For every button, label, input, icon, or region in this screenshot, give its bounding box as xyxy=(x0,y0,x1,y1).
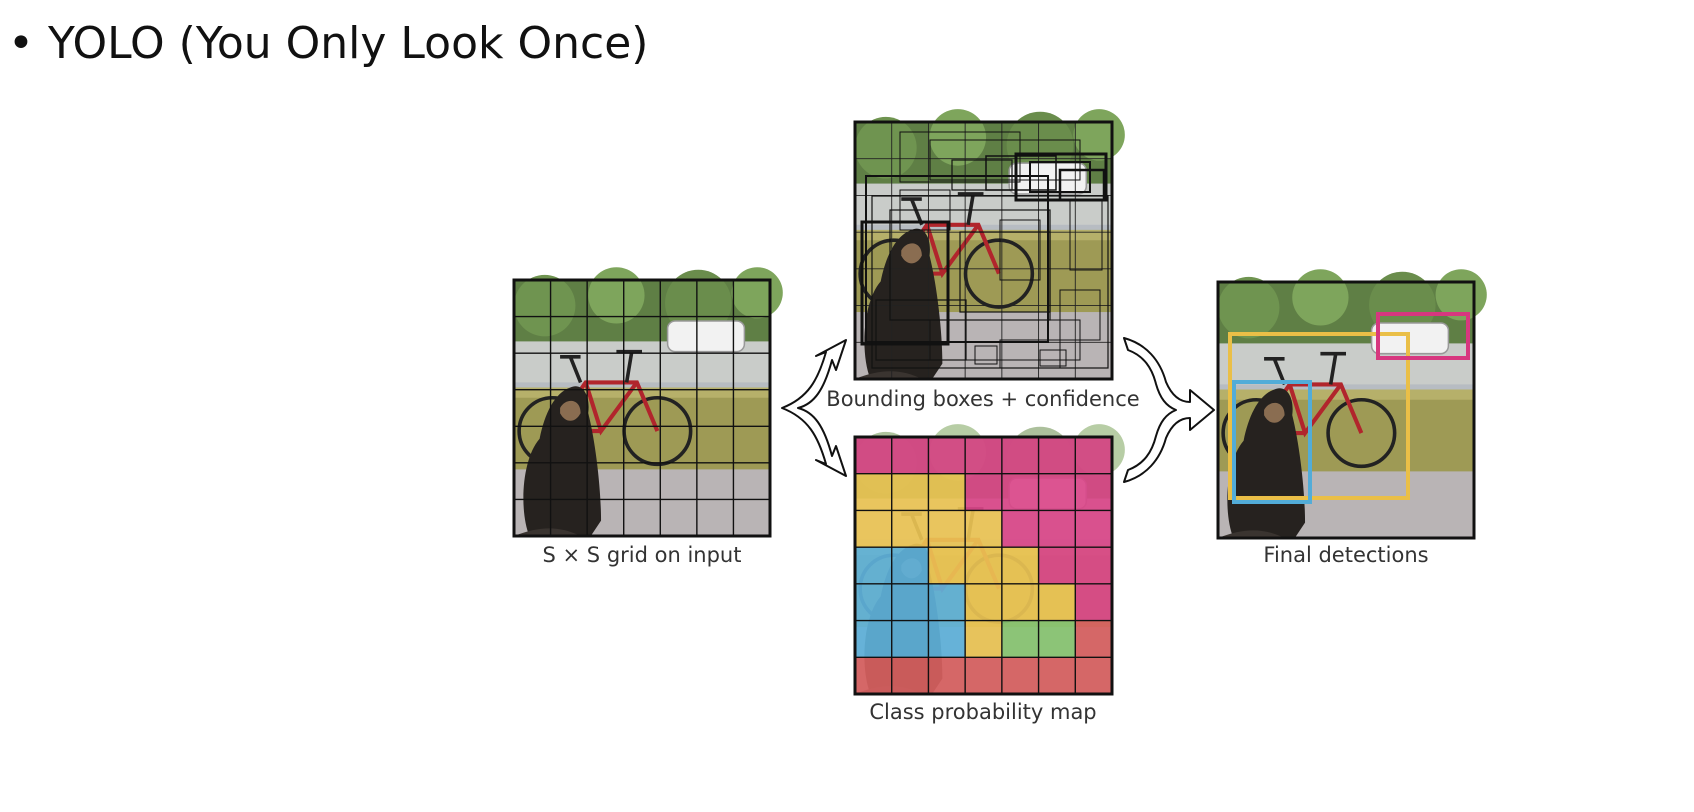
class-probability-panel: Class probability map xyxy=(855,424,1125,724)
candidate-boxes xyxy=(860,131,1109,369)
class-cell-yellow xyxy=(1001,547,1039,584)
bicycle-detection-box xyxy=(1228,332,1410,500)
class-cell-magenta xyxy=(1001,510,1039,548)
class-cell-yellow xyxy=(965,547,1002,584)
class-cell-green xyxy=(1038,620,1076,658)
class-cell-green xyxy=(1001,620,1039,658)
class-cell-magenta xyxy=(1038,473,1076,511)
class-probability-caption: Class probability map xyxy=(869,700,1096,724)
class-cell-magenta xyxy=(1075,547,1112,584)
class-cell-yellow xyxy=(855,510,892,548)
class-cell-magenta xyxy=(1001,437,1039,474)
class-cell-yellow xyxy=(1001,583,1039,621)
class-cell-yellow xyxy=(1038,583,1076,621)
class-cell-yellow xyxy=(965,620,1002,658)
class-cell-magenta xyxy=(928,437,966,474)
class-cell-yellow xyxy=(855,473,892,511)
car-detection-box xyxy=(1376,312,1470,360)
split-arrow xyxy=(781,339,847,477)
slide-title-line: • YOLO (You Only Look Once) xyxy=(8,14,648,74)
class-cell-blue xyxy=(855,620,892,658)
bounding-boxes-panel: Bounding boxes + confidence xyxy=(826,109,1140,411)
final-detections-panel: Final detections xyxy=(1218,269,1487,567)
class-cell-yellow xyxy=(891,510,929,548)
class-grid-lines xyxy=(855,437,1112,694)
class-cell-magenta xyxy=(965,437,1002,474)
class-cell-magenta xyxy=(855,437,892,474)
class-cell-red xyxy=(891,657,929,694)
class-cell-red xyxy=(928,657,966,694)
class-cell-blue xyxy=(928,620,966,658)
class-cell-blue xyxy=(891,547,929,584)
class-cell-yellow xyxy=(928,510,966,548)
bounding-boxes-caption: Bounding boxes + confidence xyxy=(826,387,1139,411)
bullet-marker: • xyxy=(8,18,34,69)
dog-detection-box xyxy=(1232,380,1312,504)
class-cell-magenta xyxy=(1001,473,1039,511)
class-cell-yellow xyxy=(928,473,966,511)
class-cell-yellow xyxy=(891,473,929,511)
class-cell-yellow xyxy=(965,583,1002,621)
class-cell-red xyxy=(1075,657,1112,694)
class-cell-blue xyxy=(891,620,929,658)
class-cell-magenta xyxy=(1075,473,1112,511)
slide-title: YOLO (You Only Look Once) xyxy=(48,18,649,69)
class-cell-magenta xyxy=(1038,510,1076,548)
merge-arrow xyxy=(1123,337,1215,483)
class-cell-red xyxy=(855,657,892,694)
class-cell-magenta xyxy=(1038,547,1076,584)
class-cell-magenta xyxy=(891,437,929,474)
class-cell-blue xyxy=(928,583,966,621)
class-cell-magenta xyxy=(965,473,1002,511)
class-cell-blue xyxy=(855,583,892,621)
class-cell-magenta xyxy=(1075,510,1112,548)
input-grid-caption: S × S grid on input xyxy=(543,543,742,567)
input-grid-lines xyxy=(514,280,770,536)
class-cell-red xyxy=(1001,657,1039,694)
class-cell-yellow xyxy=(928,547,966,584)
final-detections-caption: Final detections xyxy=(1263,543,1428,567)
class-cell-blue xyxy=(855,547,892,584)
class-cell-red xyxy=(965,657,1002,694)
class-map-cells xyxy=(855,437,1112,694)
input-grid-panel: S × S grid on input xyxy=(514,267,783,567)
class-cell-yellow xyxy=(965,510,1002,548)
class-cell-red xyxy=(1075,620,1112,658)
class-cell-magenta xyxy=(1075,437,1112,474)
class-cell-magenta xyxy=(1075,583,1112,621)
class-cell-blue xyxy=(891,583,929,621)
class-cell-magenta xyxy=(1038,437,1076,474)
class-cell-red xyxy=(1038,657,1076,694)
